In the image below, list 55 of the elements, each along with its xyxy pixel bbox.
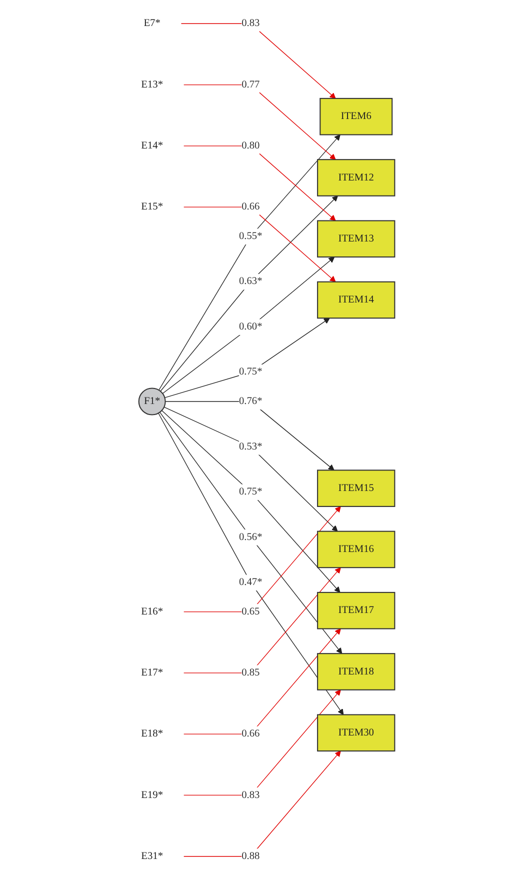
edge-label: 0.65	[242, 606, 260, 618]
node-text: E19*	[141, 790, 163, 801]
edge-label: 0.47*	[238, 576, 262, 588]
arrow	[159, 412, 342, 654]
edge-label: 0.63*	[238, 276, 262, 287]
node-text: E14*	[141, 140, 163, 152]
arrow	[161, 410, 340, 593]
edge-label: 0.53*	[238, 441, 262, 452]
arrow	[160, 196, 338, 392]
arrow	[180, 23, 336, 99]
node-box: ITEM12	[317, 159, 396, 196]
edge-label: 0.83	[242, 790, 260, 801]
node-text: E7*	[144, 18, 160, 30]
node-text: E15*	[141, 201, 163, 212]
node-box: ITEM30	[317, 714, 396, 752]
arrow	[158, 412, 344, 715]
node-box: ITEM18	[317, 653, 396, 690]
arrow	[183, 206, 336, 282]
edge-label: 0.56*	[238, 532, 262, 543]
edge-label: 0.85	[242, 667, 260, 678]
arrow	[183, 146, 336, 221]
node-text: E17*	[141, 667, 163, 678]
arrow	[183, 750, 341, 857]
edge-label: 0.66	[242, 201, 260, 212]
edge-label: 0.77	[242, 79, 260, 90]
arrow	[183, 690, 341, 796]
node-box: ITEM14	[317, 281, 396, 319]
edge-label: 0.66	[242, 728, 260, 740]
arrow	[158, 134, 340, 390]
arrow	[164, 318, 330, 398]
node-box: ITEM6	[320, 98, 393, 136]
edge-label: 0.75*	[238, 486, 262, 498]
arrow	[183, 84, 336, 160]
arrow	[183, 628, 341, 734]
arrow	[162, 256, 335, 394]
arrow	[183, 567, 341, 674]
edge-label: 0.76*	[238, 396, 262, 407]
arrow	[183, 506, 341, 612]
node-text: E18*	[141, 728, 163, 740]
edge-label: 0.80	[242, 140, 260, 152]
node-box: ITEM13	[317, 220, 396, 258]
node-text: E31*	[141, 850, 163, 862]
node-circle: F1*	[138, 388, 166, 416]
node-box: ITEM16	[317, 530, 396, 568]
node-box: ITEM15	[317, 470, 396, 507]
edge-label: 0.75*	[238, 366, 262, 378]
edge-label: 0.60*	[238, 321, 262, 332]
node-box: ITEM17	[317, 592, 396, 630]
edge-label: 0.55*	[238, 230, 262, 242]
node-text: E16*	[141, 606, 163, 618]
edge-label: 0.88	[242, 850, 260, 862]
node-text: E13*	[141, 79, 163, 90]
arrow	[164, 401, 334, 470]
edge-label: 0.83	[242, 18, 260, 30]
arrow	[164, 406, 338, 532]
